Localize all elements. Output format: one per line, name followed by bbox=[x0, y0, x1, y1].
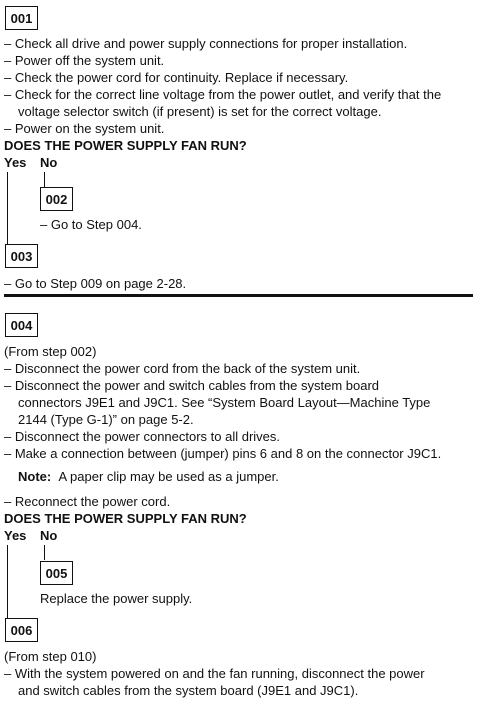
step-001-item-2: – Power off the system unit. bbox=[4, 53, 165, 68]
step-002-box: 002 bbox=[40, 187, 73, 211]
step-001-question: DOES THE POWER SUPPLY FAN RUN? bbox=[4, 138, 247, 153]
section-divider bbox=[4, 294, 473, 297]
step-006-from: (From step 010) bbox=[4, 649, 97, 664]
step-001-item-4: – Check for the correct line voltage fro… bbox=[4, 87, 442, 102]
step-004-question: DOES THE POWER SUPPLY FAN RUN? bbox=[4, 511, 247, 526]
step-001-item-4-cont: voltage selector switch (if present) is … bbox=[18, 104, 382, 119]
step-004-no-label: No bbox=[40, 528, 58, 543]
step-004-yes-branch-line bbox=[7, 545, 8, 618]
step-001-item-3: – Check the power cord for continuity. R… bbox=[4, 70, 349, 85]
step-001-item-1: – Check all drive and power supply conne… bbox=[4, 36, 408, 51]
step-004-yes-label: Yes bbox=[4, 528, 27, 543]
step-005-box: 005 bbox=[40, 561, 73, 585]
step-006-item-1-cont: and switch cables from the system board … bbox=[18, 683, 359, 698]
step-004-box: 004 bbox=[5, 313, 38, 337]
step-006-box: 006 bbox=[5, 618, 38, 642]
step-003-text: – Go to Step 009 on page 2-28. bbox=[4, 276, 187, 291]
step-003-box: 003 bbox=[5, 244, 38, 268]
step-004-from: (From step 002) bbox=[4, 344, 97, 359]
step-001-item-5: – Power on the system unit. bbox=[4, 121, 165, 136]
note-text: A paper clip may be used as a jumper. bbox=[58, 469, 279, 484]
step-005-text: Replace the power supply. bbox=[40, 591, 193, 606]
step-004-item-4: – Make a connection between (jumper) pin… bbox=[4, 446, 442, 461]
step-004-item-1: – Disconnect the power cord from the bac… bbox=[4, 361, 361, 376]
step-004-item-2-cont-2: 2144 (Type G-1)” on page 5-2. bbox=[18, 412, 194, 427]
step-006-item-1: – With the system powered on and the fan… bbox=[4, 666, 425, 681]
step-002-text: – Go to Step 004. bbox=[40, 217, 142, 232]
step-004-item-2-cont-1: connectors J9E1 and J9C1. See “System Bo… bbox=[18, 395, 431, 410]
step-001-no-branch-line bbox=[44, 172, 45, 187]
step-001-no-label: No bbox=[40, 155, 58, 170]
step-004-item-3: – Disconnect the power connectors to all… bbox=[4, 429, 281, 444]
step-001-yes-branch-line bbox=[7, 172, 8, 244]
note-label: Note: bbox=[18, 469, 52, 484]
step-004-note: Note: A paper clip may be used as a jump… bbox=[18, 469, 279, 485]
step-004-item-2: – Disconnect the power and switch cables… bbox=[4, 378, 380, 393]
step-001-yes-label: Yes bbox=[4, 155, 27, 170]
step-004-reconnect: – Reconnect the power cord. bbox=[4, 494, 171, 509]
step-001-box: 001 bbox=[5, 6, 38, 30]
step-004-no-branch-line bbox=[44, 545, 45, 560]
